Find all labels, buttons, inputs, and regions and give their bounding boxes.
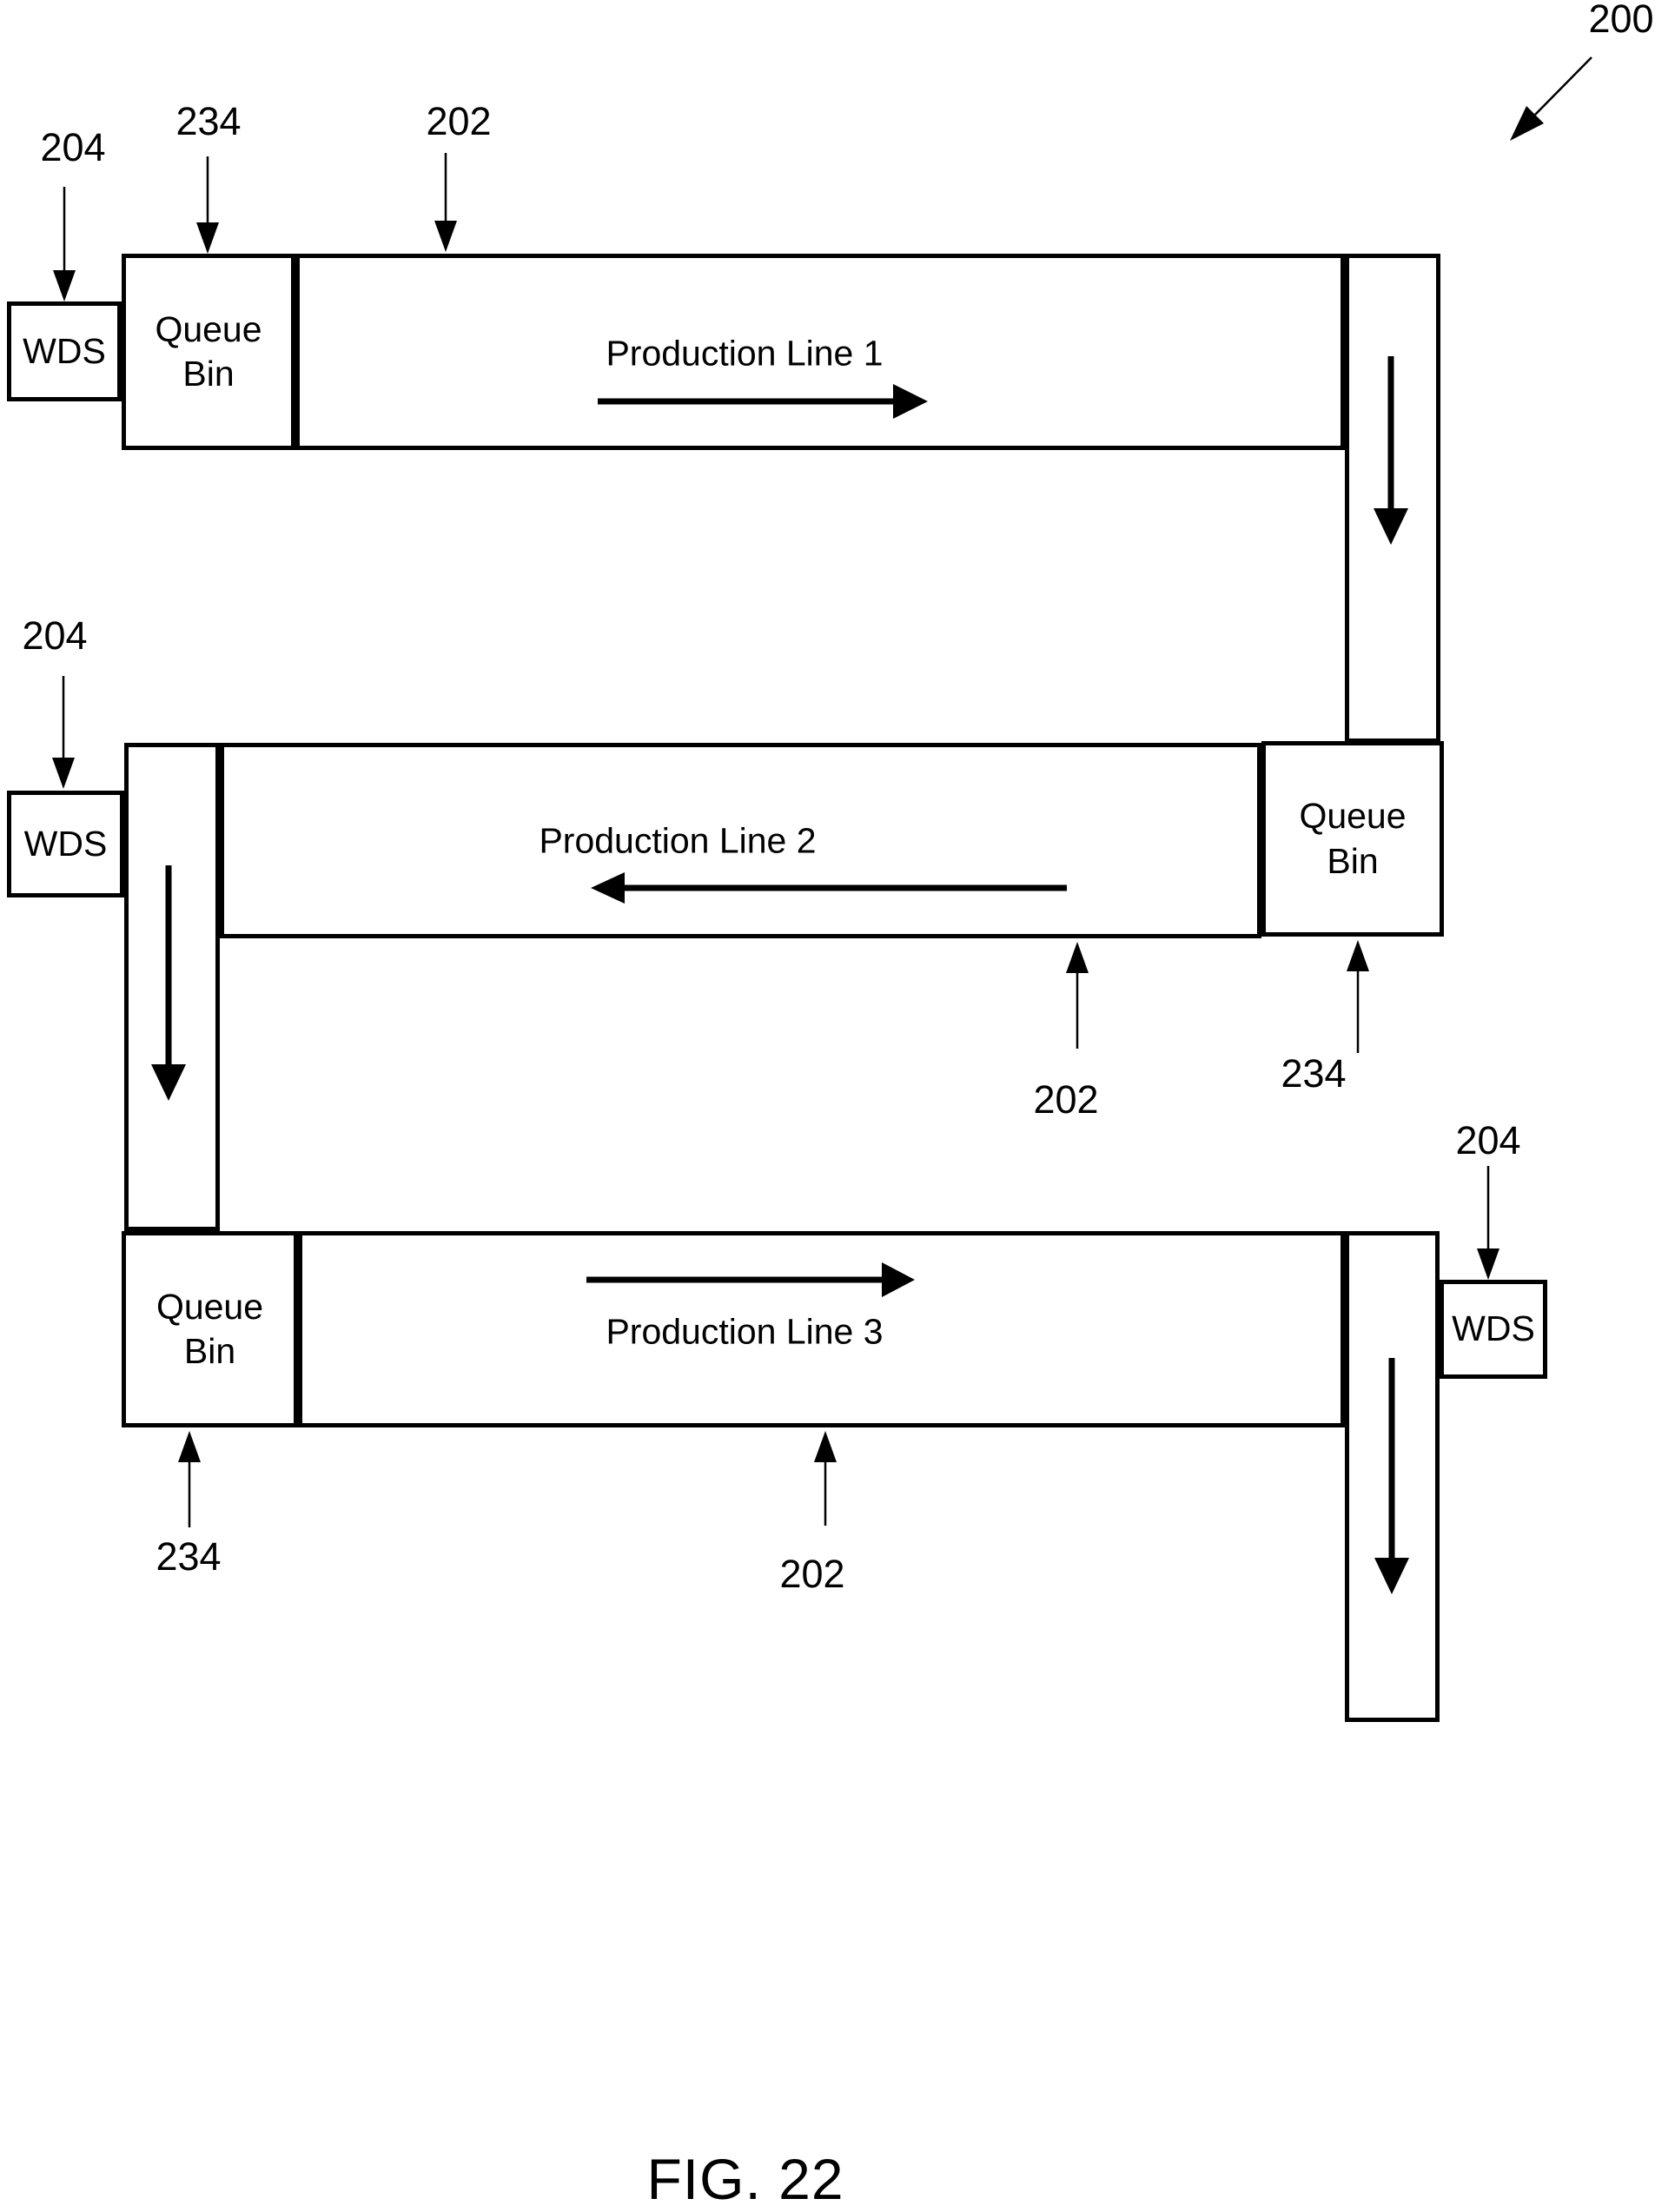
wds-box-line1: WDS — [7, 301, 122, 401]
wds-label-line3: WDS — [1452, 1308, 1535, 1349]
ref-label-204-line3: 204 — [1455, 1118, 1521, 1162]
conveyor-connector-line2-line3 — [124, 743, 220, 1231]
production-line-2-label: Production Line 2 — [539, 820, 817, 861]
ref-label-202-line3: 202 — [779, 1552, 845, 1596]
wds-label-line1: WDS — [23, 330, 106, 371]
ref-arrow-202-line3 — [814, 1431, 837, 1526]
queue-bin-box-line2: Queue Bin — [1261, 741, 1444, 937]
ref-label-202-line1: 202 — [426, 99, 492, 143]
ref-arrow-204-line2 — [52, 676, 75, 789]
figure-caption: FIG. 22 — [646, 2147, 844, 2211]
ref-label-234-line2: 234 — [1281, 1051, 1347, 1096]
wds-box-line3: WDS — [1440, 1280, 1547, 1379]
ref-arrow-204-line3 — [1477, 1166, 1499, 1280]
ref-arrow-202-line1 — [434, 153, 457, 252]
ref-arrow-200 — [1510, 56, 1592, 141]
production-line-3-box — [298, 1231, 1345, 1427]
ref-label-202-line2: 202 — [1033, 1077, 1099, 1122]
ref-arrow-204-line1 — [53, 187, 76, 301]
ref-arrow-234-line1 — [196, 156, 219, 254]
ref-label-204-line2: 204 — [22, 613, 88, 658]
queue-bin-label-line2: Queue Bin — [1299, 796, 1407, 881]
queue-bin-label-line1: Queue Bin — [155, 308, 262, 394]
ref-label-234-line3: 234 — [156, 1534, 222, 1579]
ref-arrow-234-line2 — [1347, 940, 1369, 1053]
ref-arrow-202-line2 — [1066, 942, 1089, 1049]
ref-label-200: 200 — [1588, 0, 1654, 41]
queue-bin-box-line1: Queue Bin — [122, 254, 295, 450]
ref-label-234-line1: 234 — [175, 99, 242, 143]
conveyor-connector-line1-line2 — [1345, 254, 1440, 743]
queue-bin-box-line3: Queue Bin — [122, 1231, 298, 1427]
wds-box-line2: WDS — [7, 791, 124, 897]
production-line-1-label: Production Line 1 — [606, 333, 884, 374]
wds-label-line2: WDS — [23, 823, 108, 864]
conveyor-connector-line3-exit — [1345, 1231, 1440, 1722]
ref-arrow-234-line3 — [178, 1431, 201, 1527]
queue-bin-label-line3: Queue Bin — [156, 1286, 264, 1371]
production-line-2-box — [220, 743, 1261, 938]
production-line-1-box — [295, 254, 1345, 450]
production-line-3-label: Production Line 3 — [606, 1311, 884, 1352]
ref-label-204-line1: 204 — [40, 125, 106, 169]
